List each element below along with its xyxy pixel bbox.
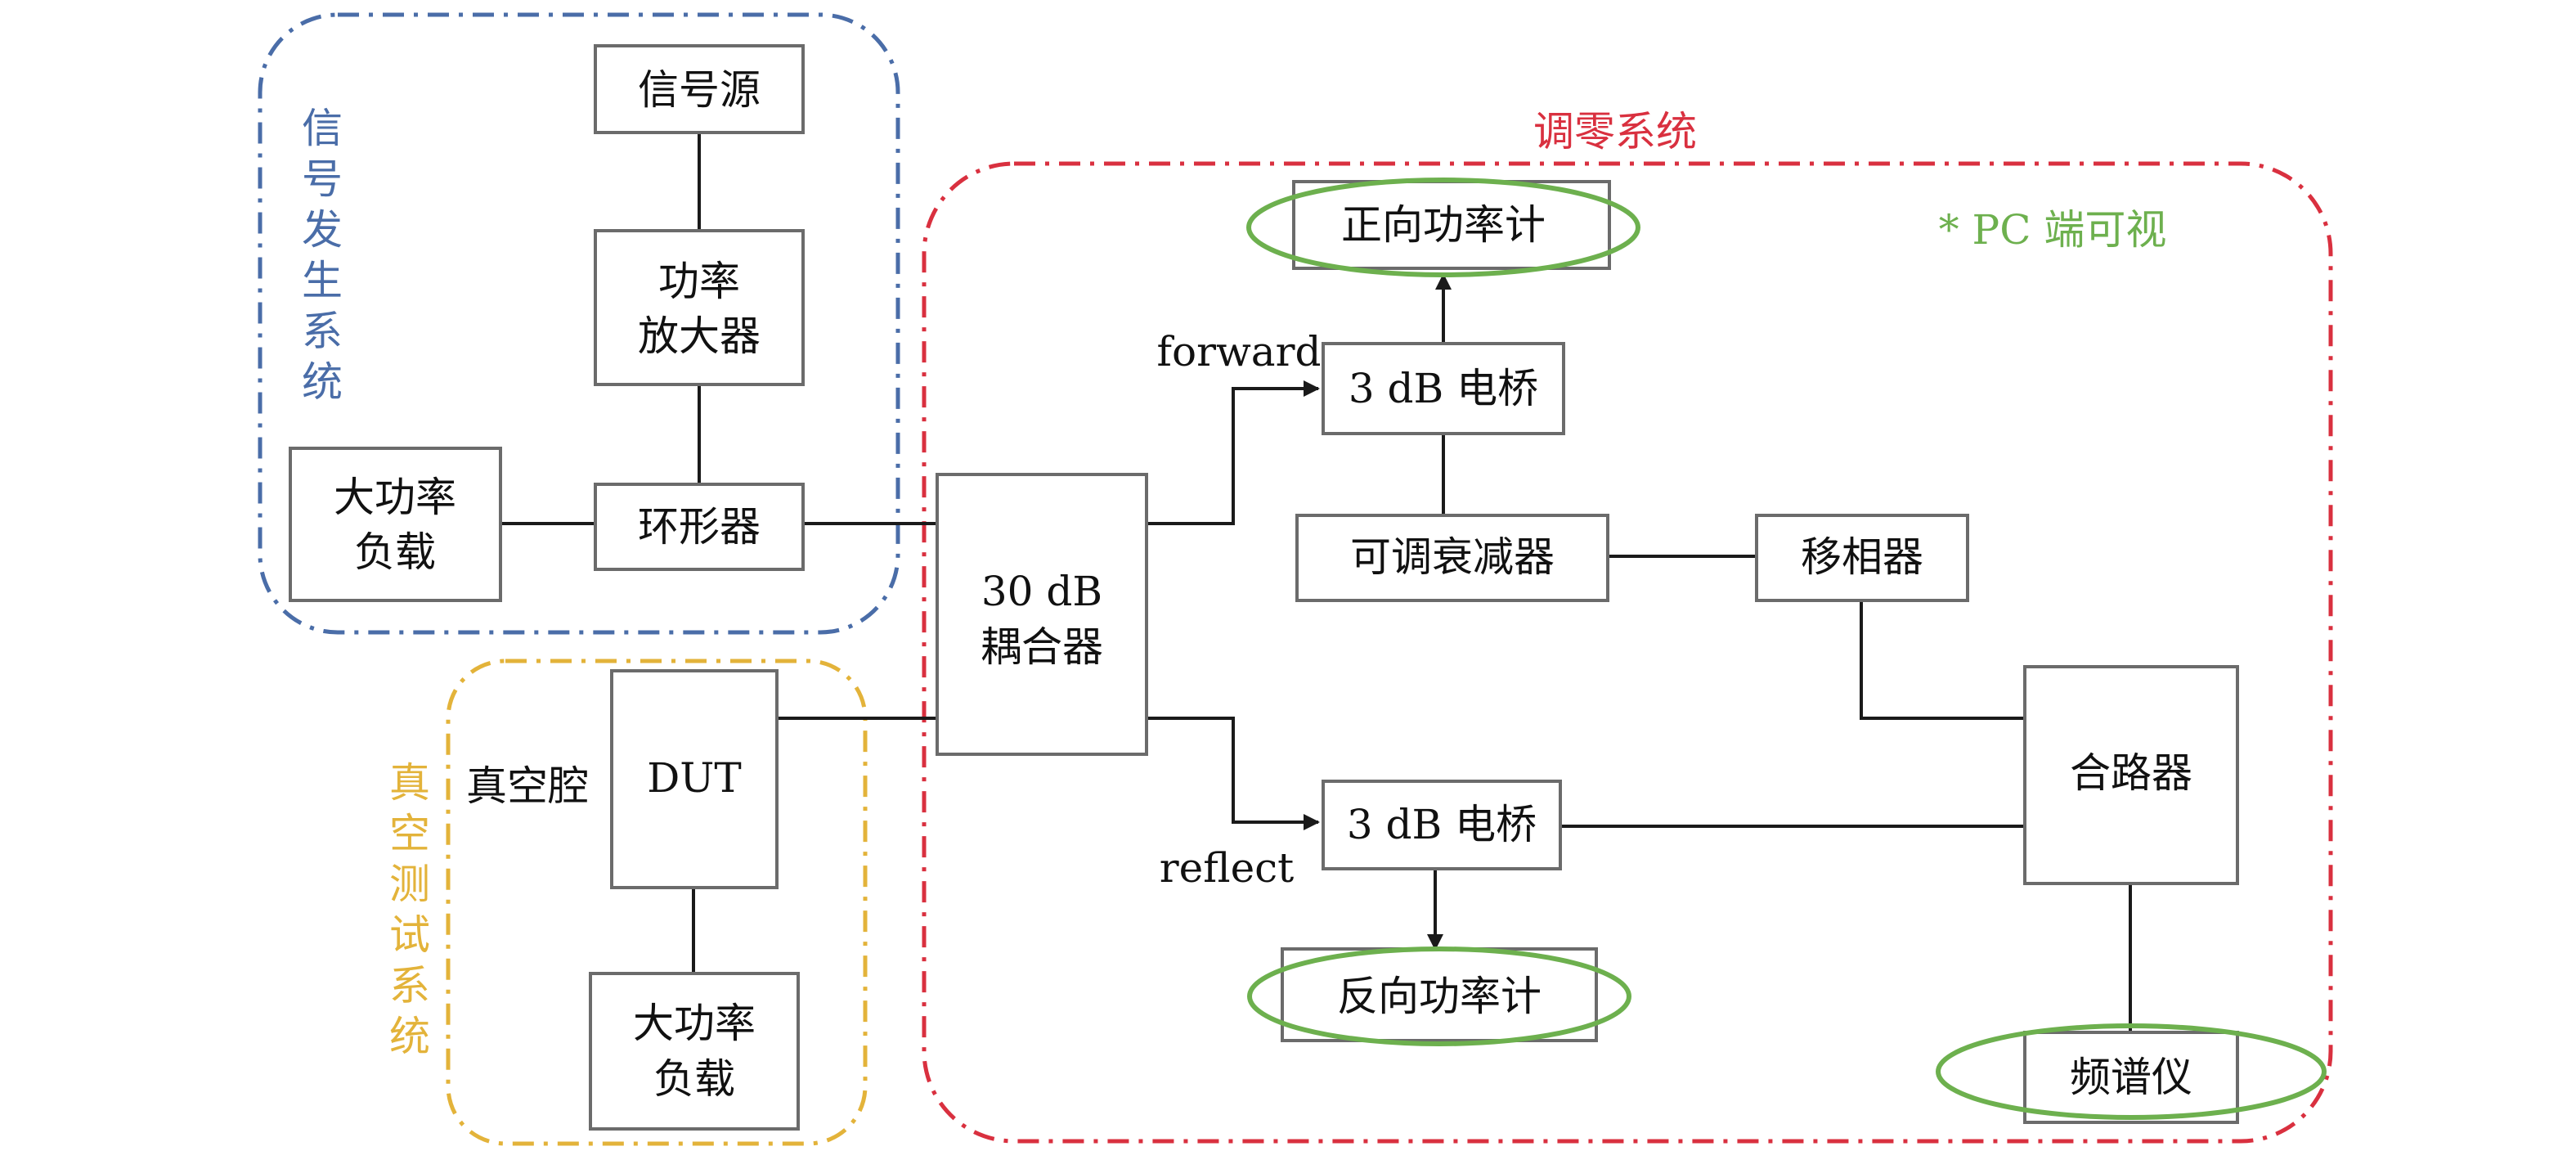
vacuum-test-region [446, 659, 868, 1146]
forward-power-meter-block: 正向功率计 [1292, 180, 1611, 270]
spectrum-analyzer-pc-ellipse [1936, 1023, 2327, 1120]
coupler-30db-block: 30 dB 耦合器 [936, 473, 1148, 756]
svg-text:大功率: 大功率 [334, 474, 456, 521]
wire-forward [1147, 380, 1320, 525]
svg-text:正向功率计: 正向功率计 [1341, 201, 1546, 249]
forward-label: forward [1156, 328, 1321, 375]
svg-text:30 dB: 30 dB [981, 568, 1102, 615]
spectrum-analyzer-block: 频谱仪 [2023, 1031, 2239, 1124]
svg-text:环形器: 环形器 [638, 503, 761, 551]
svg-text:3 dB 电桥: 3 dB 电桥 [1347, 801, 1537, 848]
svg-text:信号源: 信号源 [638, 66, 761, 114]
svg-text:DUT: DUT [647, 754, 742, 802]
nulling-system-label: 调零系统 [1533, 108, 1697, 155]
high-power-load-bottom-block: 大功率 负载 [589, 972, 800, 1131]
svg-text:3 dB 电桥: 3 dB 电桥 [1349, 365, 1538, 412]
power-amplifier-block: 功率 放大器 [594, 229, 805, 386]
high-power-load-top-block: 大功率 负载 [289, 447, 502, 602]
vacuum-test-label: 真空测试系统 [383, 761, 430, 1065]
wire-phase-combiner [1860, 601, 2025, 720]
signal-source-block: 信号源 [594, 44, 805, 134]
svg-text:放大器: 放大器 [638, 312, 761, 360]
forward-meter-pc-ellipse [1246, 178, 1640, 277]
svg-text:负载: 负载 [653, 1055, 735, 1103]
svg-text:反向功率计: 反向功率计 [1337, 973, 1542, 1020]
svg-text:合路器: 合路器 [2070, 749, 2192, 797]
signal-generation-label: 信号发生系统 [295, 106, 343, 411]
pc-visible-note: * PC 端可视 [1939, 206, 2167, 254]
bridge-3db-top-block: 3 dB 电桥 [1322, 342, 1565, 435]
svg-text:功率: 功率 [658, 258, 740, 305]
vacuum-cavity-label: 真空腔 [466, 762, 589, 810]
svg-text:大功率: 大功率 [633, 1000, 756, 1047]
attenuator-block: 可调衰减器 [1295, 514, 1609, 602]
svg-text:移相器: 移相器 [1801, 533, 1923, 581]
svg-text:负载: 负载 [354, 528, 436, 576]
svg-text:频谱仪: 频谱仪 [2070, 1054, 2192, 1101]
circulator-block: 环形器 [594, 483, 805, 571]
svg-text:可调衰减器: 可调衰减器 [1350, 533, 1555, 581]
bridge-3db-bottom-block: 3 dB 电桥 [1322, 780, 1562, 870]
svg-text:耦合器: 耦合器 [981, 623, 1103, 671]
combiner-block: 合路器 [2023, 665, 2239, 885]
reverse-power-meter-block: 反向功率计 [1281, 947, 1598, 1042]
phase-shifter-block: 移相器 [1755, 514, 1969, 602]
signal-generation-region [258, 12, 900, 635]
wire-reflect [1147, 717, 1320, 830]
dut-block: DUT [610, 669, 779, 889]
reflect-label: reflect [1160, 844, 1295, 892]
nulling-system-region [922, 161, 2333, 1144]
reverse-meter-pc-ellipse [1247, 946, 1631, 1046]
